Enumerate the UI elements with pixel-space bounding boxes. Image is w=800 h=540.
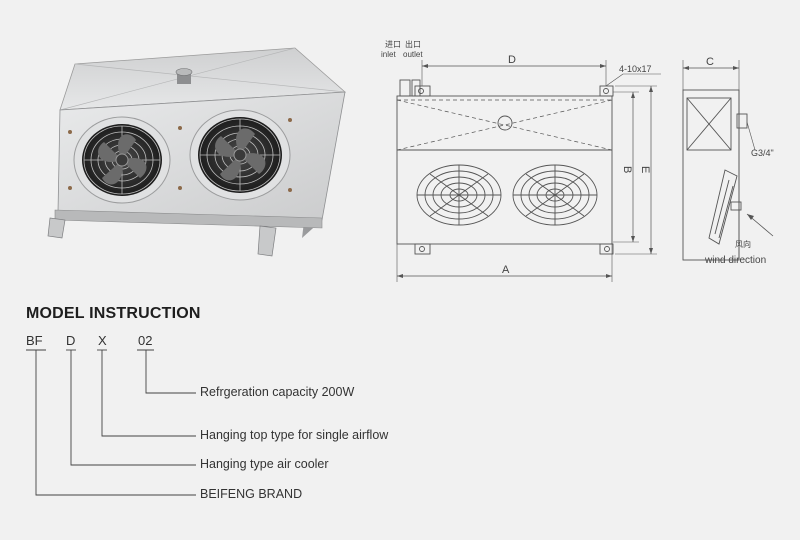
outlet-cn-label: 出口 bbox=[405, 39, 421, 49]
code-airflow: X bbox=[98, 333, 107, 348]
code-type: D bbox=[66, 333, 76, 348]
front-view-outline bbox=[396, 95, 613, 245]
model-instruction-title: MODEL INSTRUCTION bbox=[26, 305, 201, 322]
wind-cn-label: 风向 bbox=[735, 239, 751, 249]
dimension-a-label: A bbox=[502, 264, 510, 276]
inlet-label: inlet bbox=[381, 50, 396, 59]
pipe-connection-circle bbox=[497, 115, 513, 131]
code-capacity: 02 bbox=[138, 333, 153, 348]
dimension-e-label: E bbox=[639, 166, 651, 173]
pipe-size-label: G3/4" bbox=[751, 148, 774, 158]
fan-grille-left bbox=[416, 164, 502, 226]
outlet-label: outlet bbox=[403, 50, 423, 59]
holes-label: 4-10x17 bbox=[619, 64, 652, 74]
side-view bbox=[682, 89, 748, 261]
dimension-drawing: 进口 inlet 出口 outlet 4-10x17 G3/4" 风向 wind… bbox=[381, 39, 774, 282]
desc-type: Hanging type air cooler bbox=[200, 457, 329, 471]
dimension-b-label: B bbox=[621, 166, 633, 173]
dimension-c-label: C bbox=[706, 56, 714, 68]
desc-capacity: Refrgeration capacity 200W bbox=[200, 385, 355, 399]
inlet-pipe bbox=[399, 79, 411, 97]
wind-direction-label: wind direction bbox=[704, 255, 766, 266]
desc-brand: BEIFENG BRAND bbox=[200, 487, 303, 501]
code-brand: BF bbox=[26, 333, 43, 348]
desc-airflow: Hanging top type for single airflow bbox=[200, 428, 389, 442]
inlet-cn-label: 进口 bbox=[385, 40, 401, 49]
air-cooler-photo bbox=[47, 47, 346, 257]
fan-grille-right bbox=[512, 164, 598, 226]
dimension-d-label: D bbox=[508, 54, 516, 66]
